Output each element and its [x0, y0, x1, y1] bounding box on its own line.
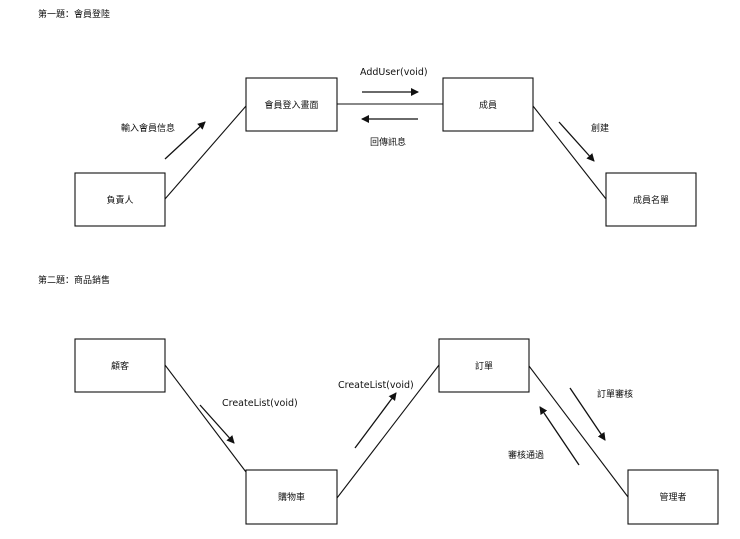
box-customer-label: 顧客: [111, 360, 129, 372]
connector-cart-order: [336, 364, 440, 499]
box-member-login-screen-label: 會員登入畫面: [264, 99, 318, 111]
message-arrow-order-review: [569, 387, 606, 441]
section-2-title: 第二題：商品銷售: [38, 274, 110, 286]
box-shopping-cart-label: 購物車: [278, 491, 305, 503]
message-arrow-create-list-2: [354, 392, 397, 449]
message-label-create-list-1: CreateList(void): [222, 398, 298, 409]
message-label-order-review: 訂單審核: [597, 388, 633, 400]
message-arrow-review-approved: [539, 406, 580, 466]
box-responsible-person-label: 負責人: [106, 194, 133, 206]
section-1-title: 第一題：會員登陸: [38, 8, 110, 20]
box-administrator[interactable]: 管理者: [627, 469, 719, 525]
box-member-list[interactable]: 成員名單: [605, 172, 697, 227]
box-member-label: 成員: [479, 99, 497, 111]
box-shopping-cart[interactable]: 購物車: [245, 469, 338, 525]
box-order[interactable]: 訂單: [438, 338, 530, 393]
box-responsible-person[interactable]: 負責人: [74, 172, 166, 227]
message-label-create-list-2: CreateList(void): [338, 380, 414, 391]
message-arrow-create-list-1: [199, 404, 235, 444]
message-label-input-info: 輸入會員信息: [121, 122, 175, 134]
message-label-review-approved: 審核通過: [508, 449, 544, 461]
box-administrator-label: 管理者: [659, 491, 686, 503]
connector-customer-cart: [164, 364, 247, 473]
box-order-label: 訂單: [475, 360, 493, 372]
box-member[interactable]: 成員: [442, 77, 534, 132]
connector-order-admin: [528, 365, 629, 498]
connector-responsible-login: [164, 105, 247, 200]
message-arrow-input-info: [164, 121, 206, 160]
message-label-return-message: 回傳訊息: [370, 136, 406, 148]
box-member-login-screen[interactable]: 會員登入畫面: [245, 77, 338, 132]
message-arrow-create: [558, 121, 595, 162]
message-label-add-user: AddUser(void): [360, 67, 428, 78]
message-label-create: 創建: [591, 122, 609, 134]
box-member-list-label: 成員名單: [633, 194, 669, 206]
box-customer[interactable]: 顧客: [74, 338, 166, 393]
connector-member-list: [532, 105, 607, 200]
